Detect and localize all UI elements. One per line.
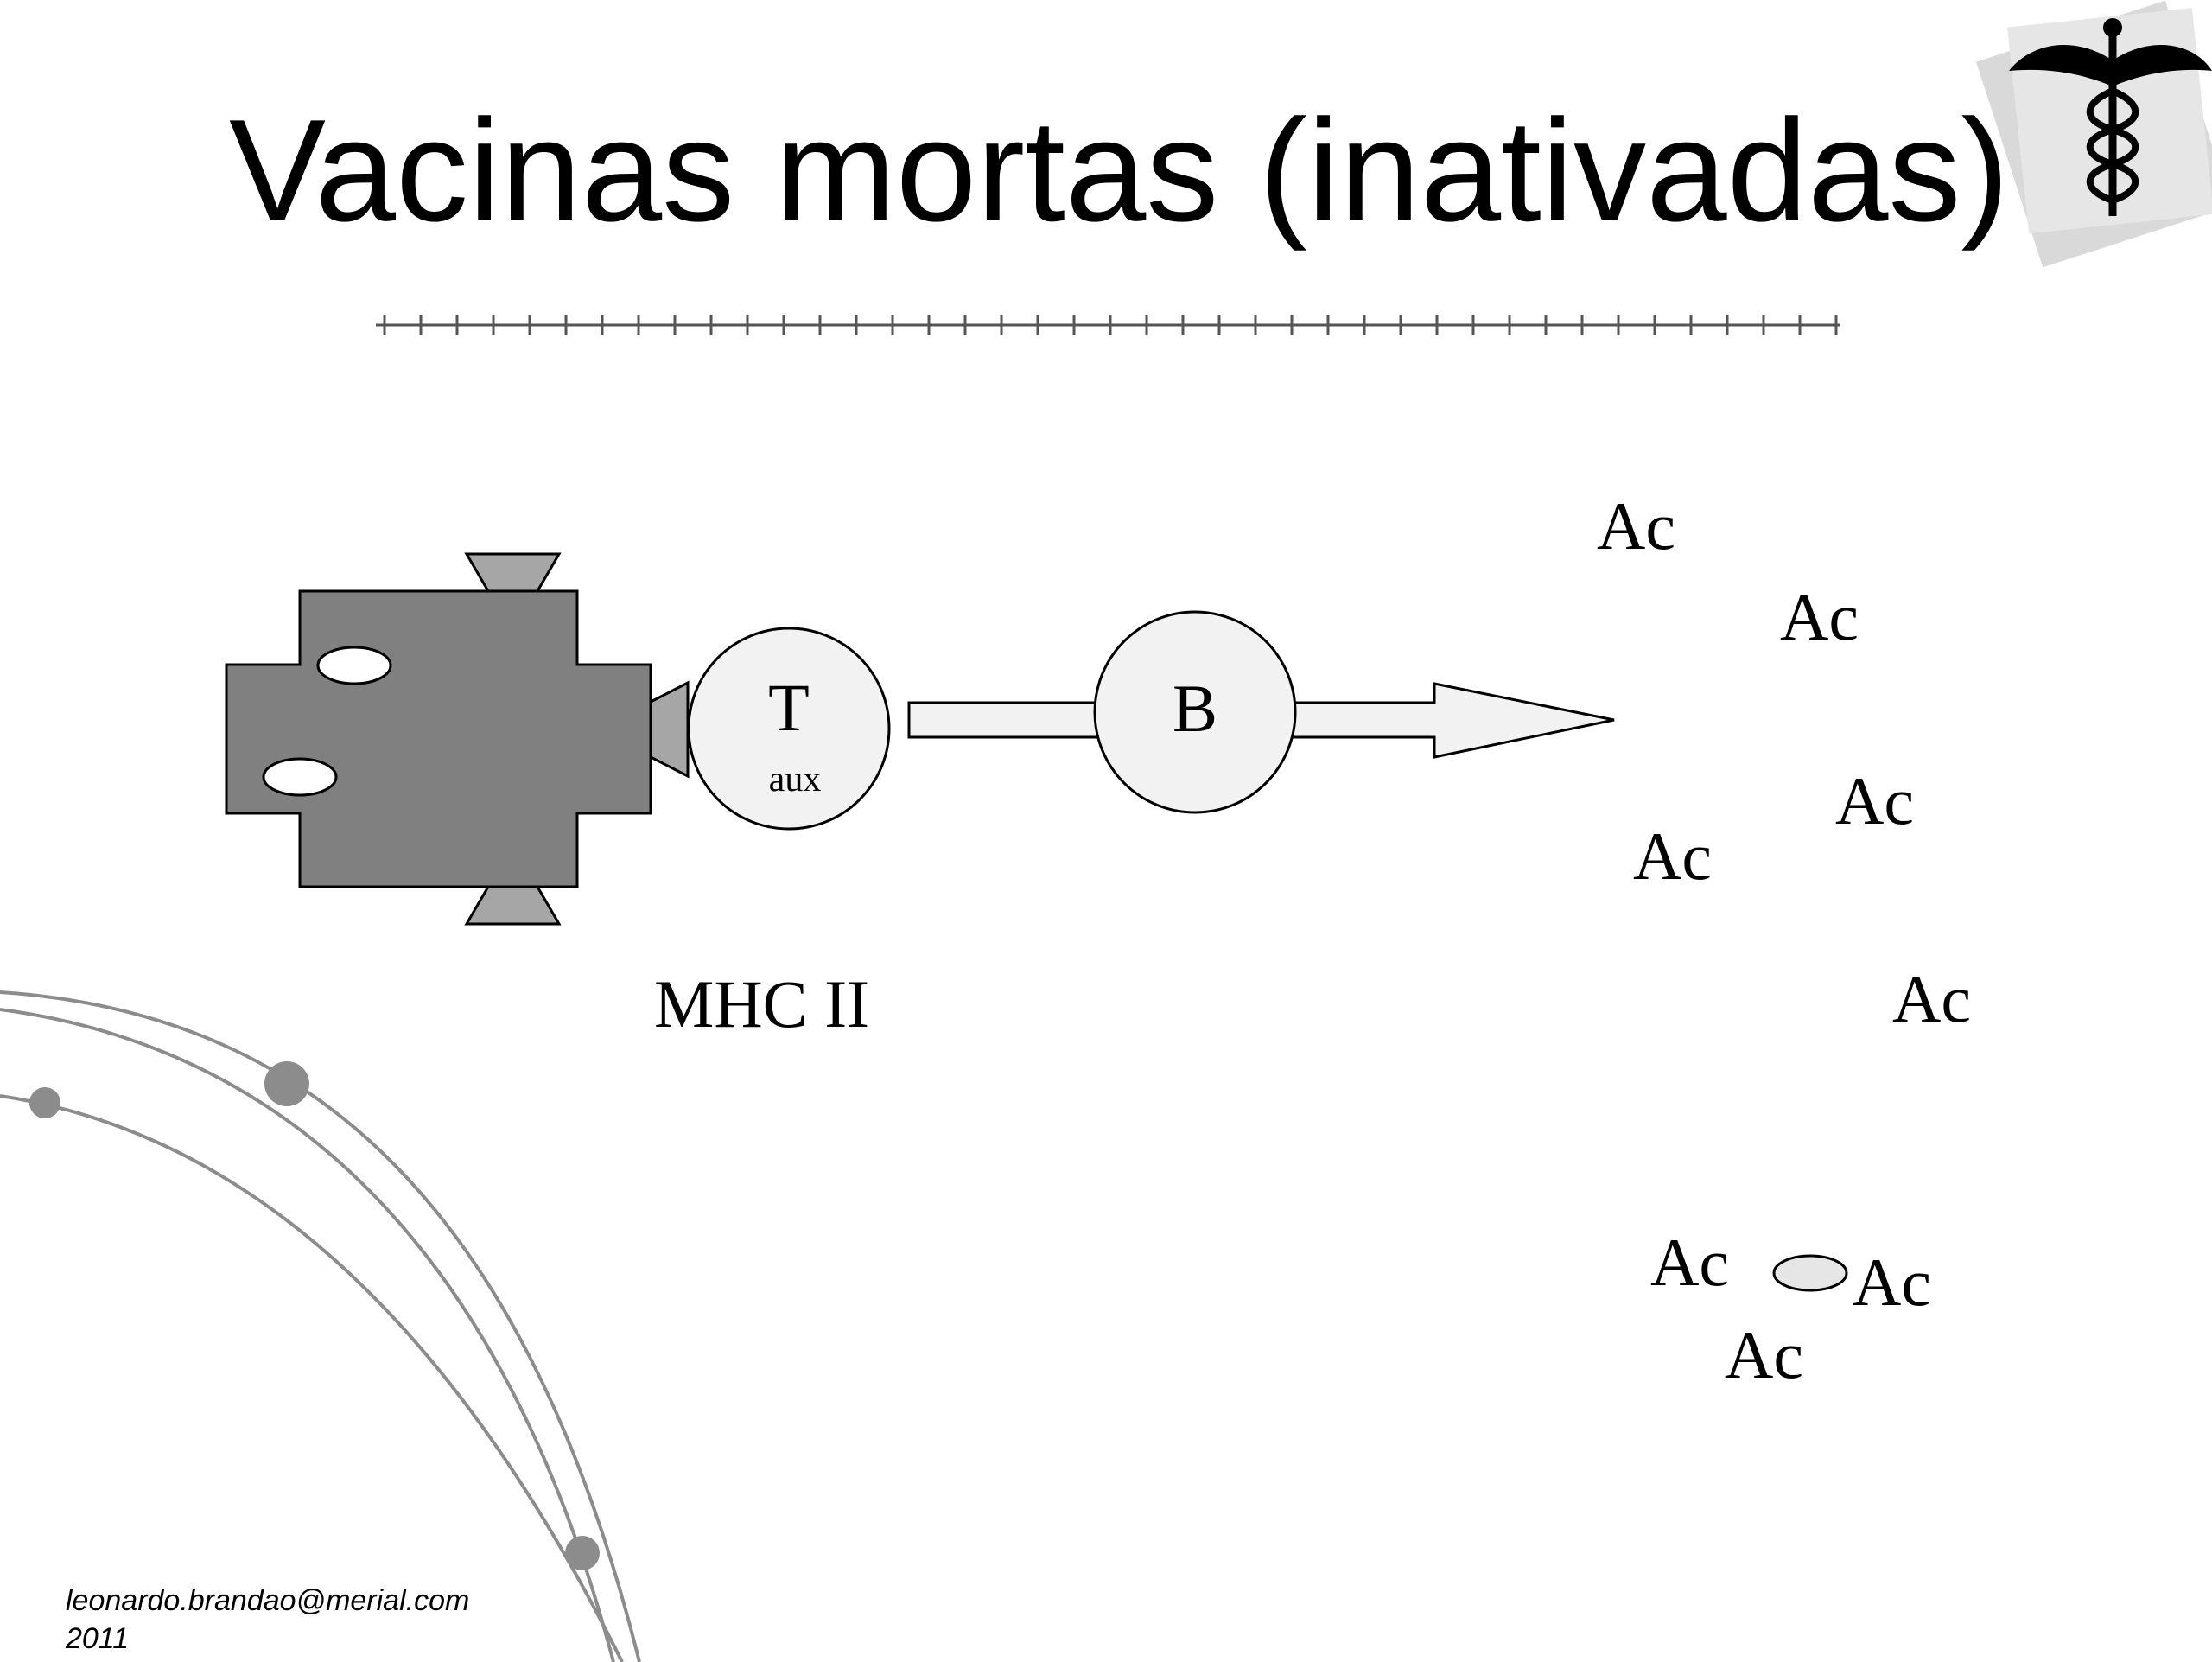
apc-body (225, 589, 652, 888)
antibody-cluster: Ac Ac Ac Ac Ac Ac Ac Ac (1597, 488, 1971, 1392)
page-title: Vacinas mortas (inativadas) (229, 89, 2009, 252)
antigen-particle (1772, 1254, 1848, 1292)
mhc-label: MHC II (654, 966, 869, 1041)
antigen-presenting-cell (225, 552, 690, 926)
mhc-receptor-bottom (464, 885, 562, 926)
curve-middle (0, 1008, 615, 1662)
t-cell-label: T (768, 670, 810, 745)
mhc-receptor-top (464, 552, 562, 593)
mhc-receptor-side (649, 680, 690, 779)
antibody-label: Ac (1650, 1225, 1729, 1300)
title-divider (376, 315, 1840, 335)
b-cell-label: B (1173, 671, 1217, 746)
antibody-label: Ac (1597, 488, 1675, 564)
antibody-label: Ac (1892, 961, 1971, 1036)
antigen-fragment (262, 757, 338, 797)
curve-dot (29, 1087, 60, 1118)
antibody-label: Ac (1780, 579, 1859, 654)
b-cell-circle (1093, 610, 1297, 814)
antibody-label: Ac (1725, 1317, 1803, 1392)
antibody-label: Ac (1835, 763, 1914, 838)
footer-year: 2011 (65, 1622, 129, 1655)
curve-dot (565, 1536, 600, 1570)
decorative-curves (0, 990, 641, 1662)
arrow-t-to-b (907, 701, 1103, 739)
antibody-label: Ac (1633, 818, 1712, 894)
b-cell: B (1093, 610, 1297, 814)
curve-inner (0, 1094, 624, 1662)
curve-dot (264, 1061, 309, 1106)
footer-email: leonardo.brandao@merial.com (66, 1584, 469, 1617)
antigen-fragment (316, 646, 392, 685)
curve-outer (0, 990, 641, 1662)
t-cell-sublabel: aux (769, 760, 822, 799)
t-cell-circle (687, 627, 891, 831)
caduceus-icon (1976, 0, 2212, 268)
antibody-label: Ac (1853, 1245, 1931, 1320)
arrow-b-to-antibodies (1291, 682, 1615, 759)
t-helper-cell: T aux (687, 627, 891, 831)
